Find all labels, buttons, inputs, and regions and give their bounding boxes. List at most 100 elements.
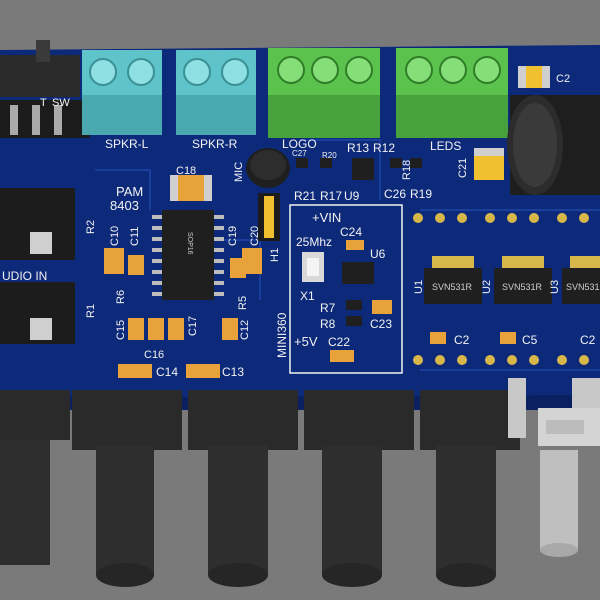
label-r2: R2 — [85, 220, 97, 234]
label-r17: R17 — [320, 189, 342, 203]
label-c10: C10 — [109, 226, 121, 246]
label-freq: 25Mhz — [296, 235, 332, 249]
label-c5: C5 — [522, 333, 538, 347]
label-c20: C20 — [249, 226, 261, 246]
cap-c5 — [500, 332, 516, 344]
potentiometer-5 — [420, 390, 520, 587]
label-r13: R13 — [347, 141, 369, 155]
electrolytic-capacitor — [507, 95, 600, 195]
label-c17: C17 — [187, 316, 199, 336]
cap-c23 — [372, 300, 392, 314]
metal-bracket — [508, 378, 600, 446]
label-r8: R8 — [320, 317, 336, 331]
ic-u6 — [342, 262, 374, 284]
potentiometer-3 — [188, 390, 298, 587]
label-c18: C18 — [176, 165, 196, 177]
label-u3: U3 — [549, 280, 561, 294]
label-r20: R20 — [322, 151, 337, 160]
label-r6: R6 — [115, 290, 127, 304]
cap-c2-top — [518, 66, 550, 88]
crystal-x1 — [302, 252, 324, 282]
potentiometer-2 — [72, 390, 182, 587]
resistor-r7 — [346, 300, 362, 310]
label-c13: C13 — [222, 365, 244, 379]
cap-c10 — [104, 248, 124, 274]
audio-jack-top — [0, 188, 75, 260]
cap-c24 — [346, 240, 364, 250]
cap-c20 — [242, 248, 262, 274]
mosfet-u3 — [562, 256, 600, 304]
label-r12: R12 — [373, 141, 395, 155]
label-c16: C16 — [144, 349, 164, 361]
label-c21: C21 — [457, 158, 469, 178]
terminal-logo — [268, 48, 380, 138]
label-c14: C14 — [156, 365, 178, 379]
potentiometer-4 — [304, 390, 414, 587]
mosfet-u1 — [424, 256, 482, 304]
label-c23: C23 — [370, 317, 392, 331]
chip-u2-marking: SVN531R — [502, 282, 543, 292]
label-u1: U1 — [413, 280, 425, 294]
label-u2: U2 — [481, 280, 493, 294]
switch-label-a: T — [40, 97, 47, 109]
potentiometer-1 — [0, 390, 70, 565]
label-spkr-l: SPKR-L — [105, 137, 149, 151]
cap-c17 — [168, 318, 184, 340]
microphone — [246, 148, 290, 188]
terminal-spkr-r — [176, 50, 256, 135]
label-mini360: MINI360 — [275, 312, 289, 358]
cap-c16 — [148, 318, 164, 340]
cap-c15 — [128, 318, 144, 340]
label-c26: C26 — [384, 187, 406, 201]
pad-row-top — [413, 213, 589, 365]
label-vin: +VIN — [312, 210, 341, 225]
label-r7: R7 — [320, 301, 336, 315]
ic-pam-marking: SOP16 — [186, 232, 193, 255]
resistor-r8 — [346, 316, 362, 326]
label-c12: C12 — [239, 320, 251, 340]
cap-c22 — [330, 350, 354, 362]
label-c2-top: C2 — [556, 73, 570, 85]
traces — [95, 139, 600, 371]
label-c2-b: C2 — [580, 333, 596, 347]
pin-header-top-left — [0, 100, 90, 138]
label-leds: LEDS — [430, 139, 461, 153]
label-mic: MIC — [233, 162, 245, 182]
cap-c11 — [128, 255, 144, 275]
label-c19: C19 — [227, 226, 239, 246]
label-r1: R1 — [85, 304, 97, 318]
label-pam-num: 8403 — [110, 198, 139, 213]
label-c11: C11 — [129, 227, 141, 246]
label-audio-in: UDIO IN — [2, 269, 47, 283]
resistor-cluster — [296, 158, 422, 180]
cap-c14 — [118, 364, 152, 378]
label-pam: PAM — [116, 184, 143, 199]
cap-c13 — [186, 364, 220, 378]
terminal-spkr-l — [82, 50, 162, 135]
jumper-h1 — [258, 193, 280, 241]
switch-label-b: SW — [52, 97, 70, 109]
cap-c18 — [170, 175, 212, 201]
label-x1: X1 — [300, 289, 315, 303]
label-c27: C27 — [292, 149, 307, 158]
label-r19: R19 — [410, 187, 432, 201]
slide-switch — [0, 40, 80, 97]
label-u6: U6 — [370, 247, 386, 261]
mosfet-u2 — [494, 256, 552, 304]
cap-c12 — [222, 318, 238, 340]
label-c24: C24 — [340, 225, 362, 239]
label-r18: R18 — [401, 160, 413, 180]
label-h1: H1 — [269, 248, 281, 262]
metal-shaft — [540, 450, 578, 557]
terminal-leds — [396, 48, 508, 138]
label-u9: U9 — [344, 189, 360, 203]
cap-c21 — [474, 148, 504, 180]
label-c2-a: C2 — [454, 333, 470, 347]
mini360-outline — [289, 204, 403, 374]
chip-u3-marking: SVN531R — [566, 282, 600, 292]
label-c22: C22 — [328, 335, 350, 349]
label-logo: LOGO — [282, 137, 317, 151]
chip-u1-marking: SVN531R — [432, 282, 473, 292]
audio-jack-bottom — [0, 282, 75, 344]
